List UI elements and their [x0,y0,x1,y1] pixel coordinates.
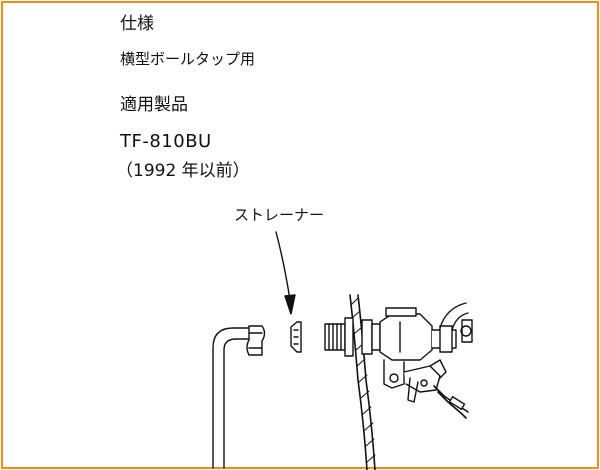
valve-body [379,307,457,361]
tank-wall [349,294,376,470]
strainer [290,321,302,353]
lever-linkage [383,359,447,403]
float-arm [433,385,469,419]
spec-value: 横型ボールタップ用 [120,50,256,68]
spec-heading: 仕様 [120,14,154,34]
supply-pipe [212,327,251,469]
product-year: （1992 年以前） [116,161,250,181]
strainer-callout-label: ストレーナー [234,206,325,224]
upper-bracket [439,302,473,343]
product-heading: 適用製品 [120,95,188,115]
product-model: TF-810BU [120,131,212,152]
lock-nuts [344,317,381,357]
callout-arrow [275,231,296,315]
coupling-nut [246,325,266,356]
